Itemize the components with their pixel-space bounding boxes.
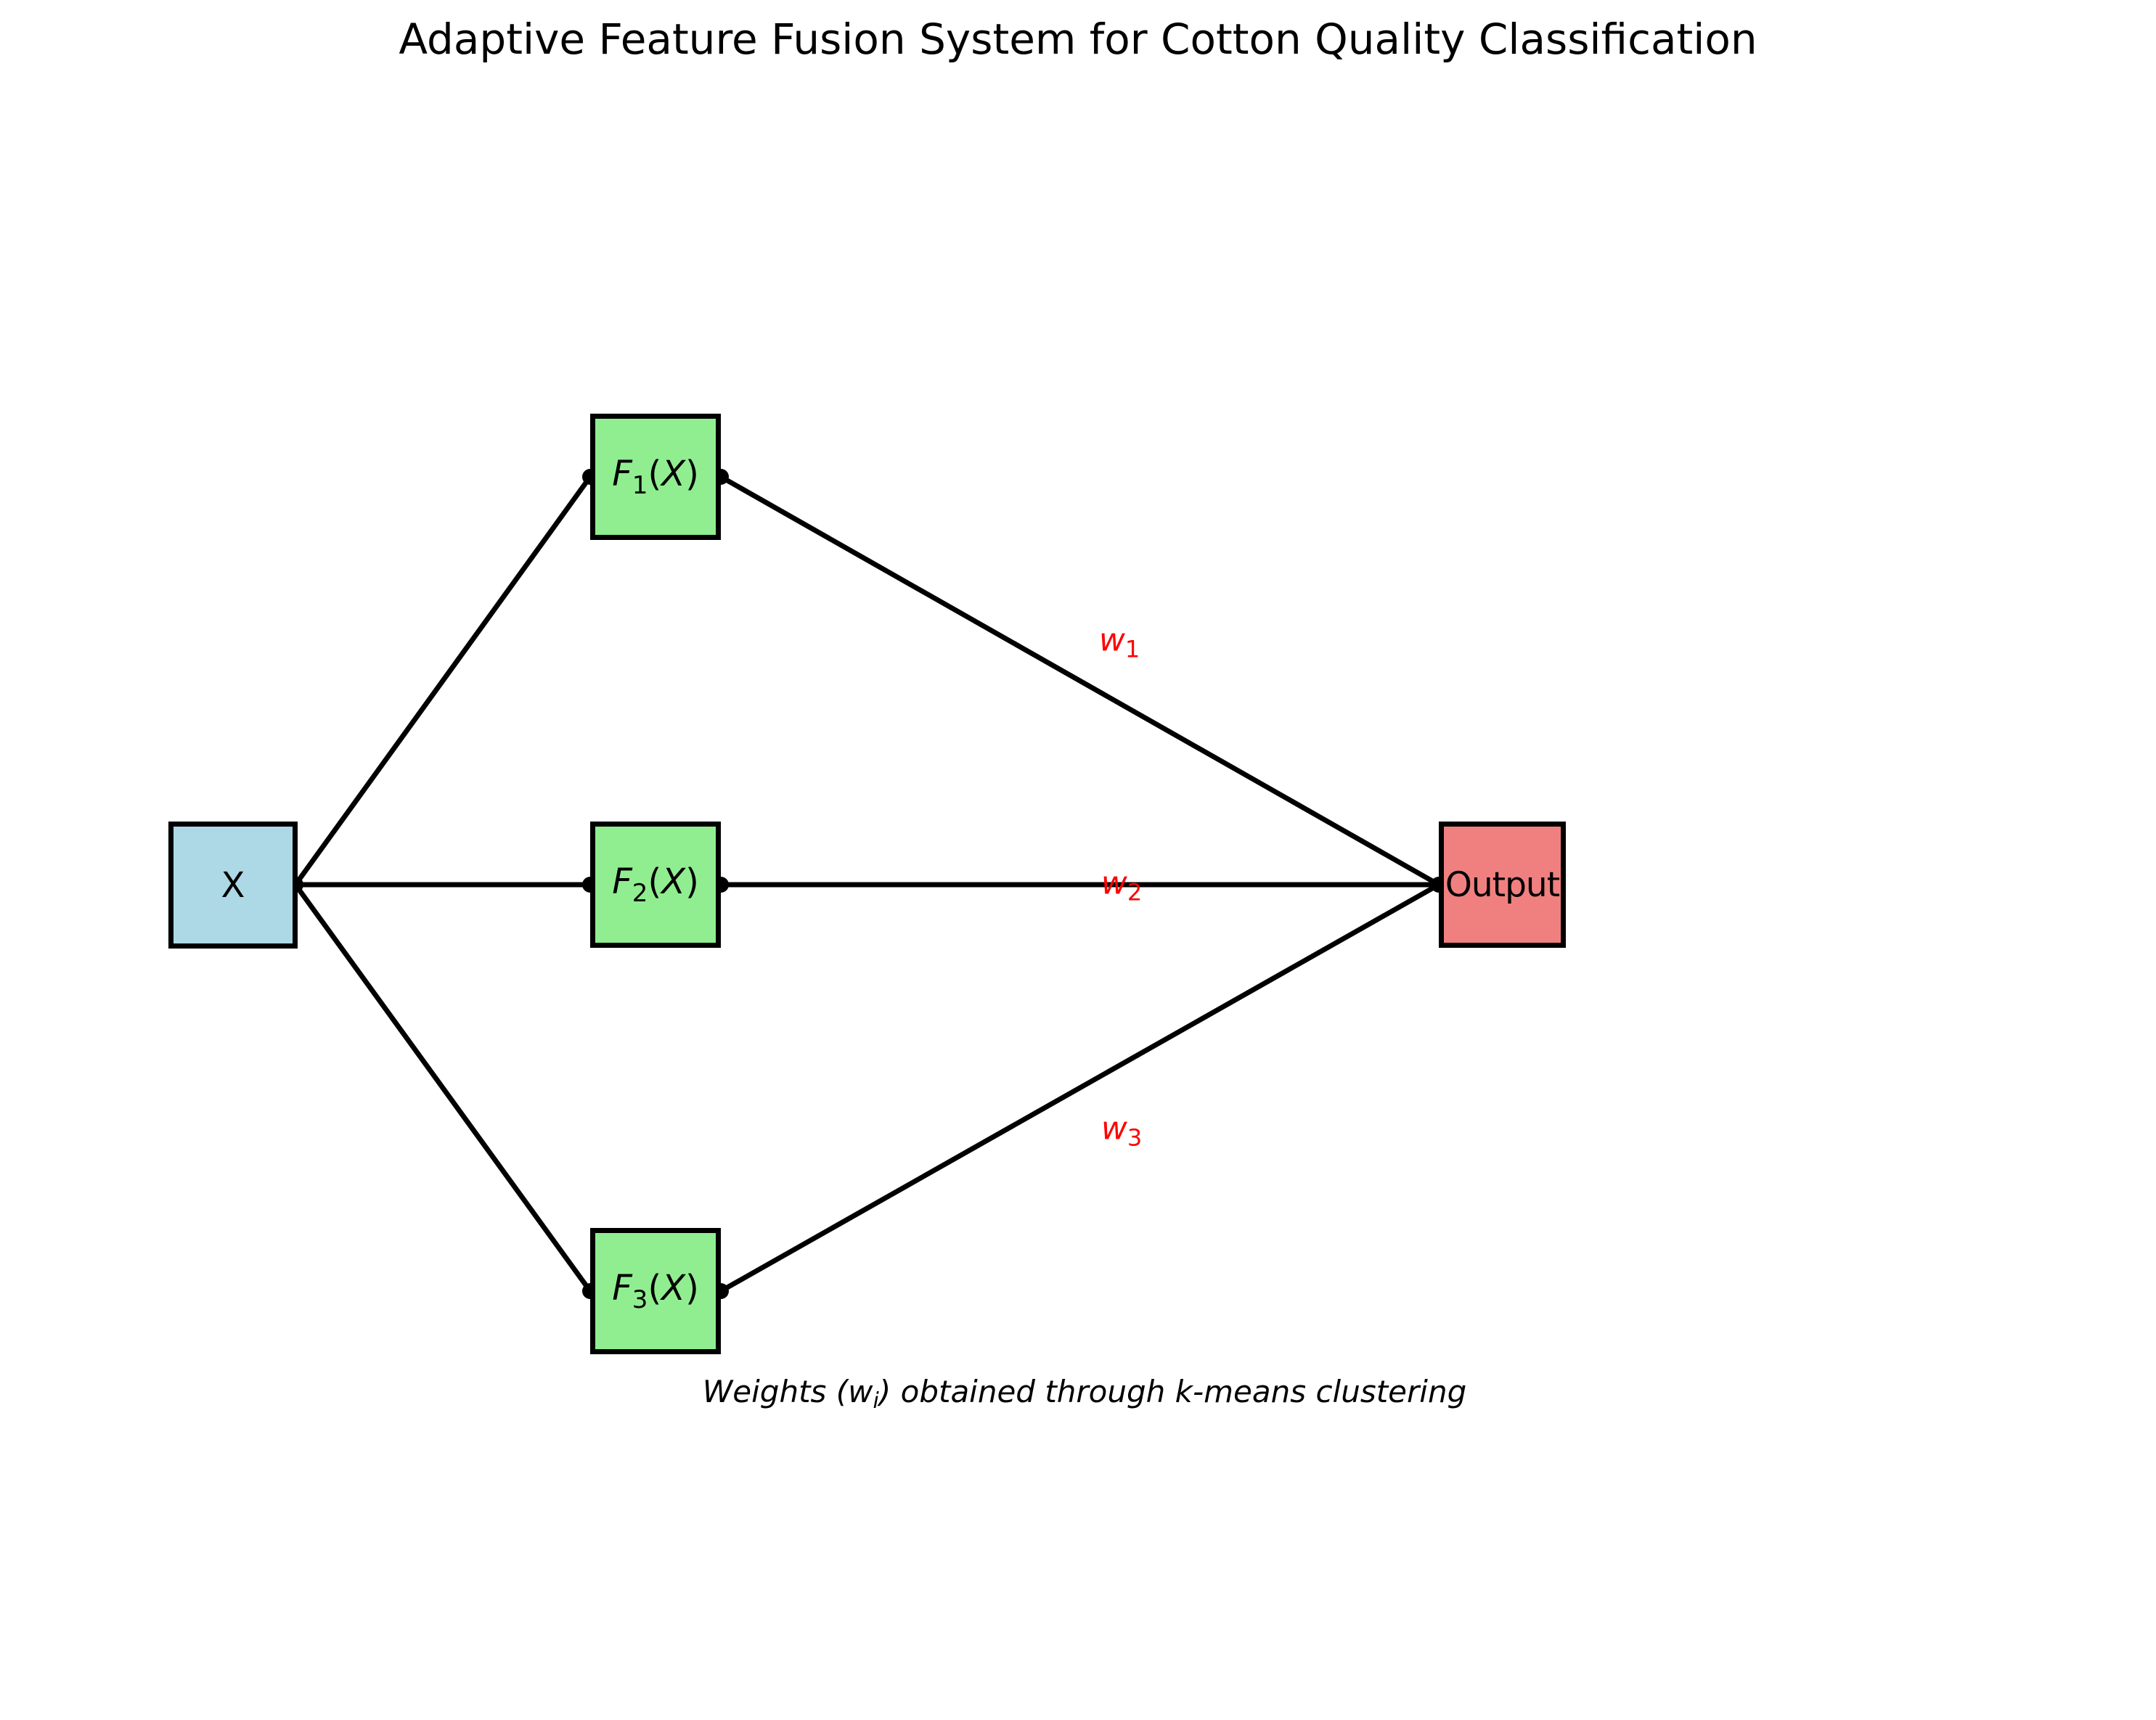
output-node-label: Output (1445, 864, 1560, 905)
feature-node-f3: F3(X) (590, 1228, 721, 1354)
input-node-label: X (221, 864, 245, 906)
feature-node-f2-label: F2(X) (612, 861, 699, 908)
feature-node-f1: F1(X) (590, 414, 721, 540)
input-node: X (168, 822, 298, 949)
edge-x-f3 (293, 882, 592, 1293)
weight-label-w3: w3 (1101, 1110, 1143, 1152)
edge-f1-output (719, 474, 1440, 888)
feature-node-f3-label: F3(X) (612, 1268, 699, 1314)
feature-node-f1-label: F1(X) (612, 454, 699, 500)
weight-label-w2: w2 (1101, 864, 1143, 906)
output-node: Output (1439, 822, 1566, 948)
page-title: Adaptive Feature Fusion System for Cotto… (399, 15, 1757, 64)
feature-node-f2: F2(X) (590, 822, 721, 948)
caption: Weights (wi) obtained through k-means cl… (702, 1374, 1467, 1414)
weight-label-w1: w1 (1098, 621, 1140, 663)
edge-f3-output (719, 882, 1440, 1294)
edge-x-f1 (293, 475, 592, 887)
